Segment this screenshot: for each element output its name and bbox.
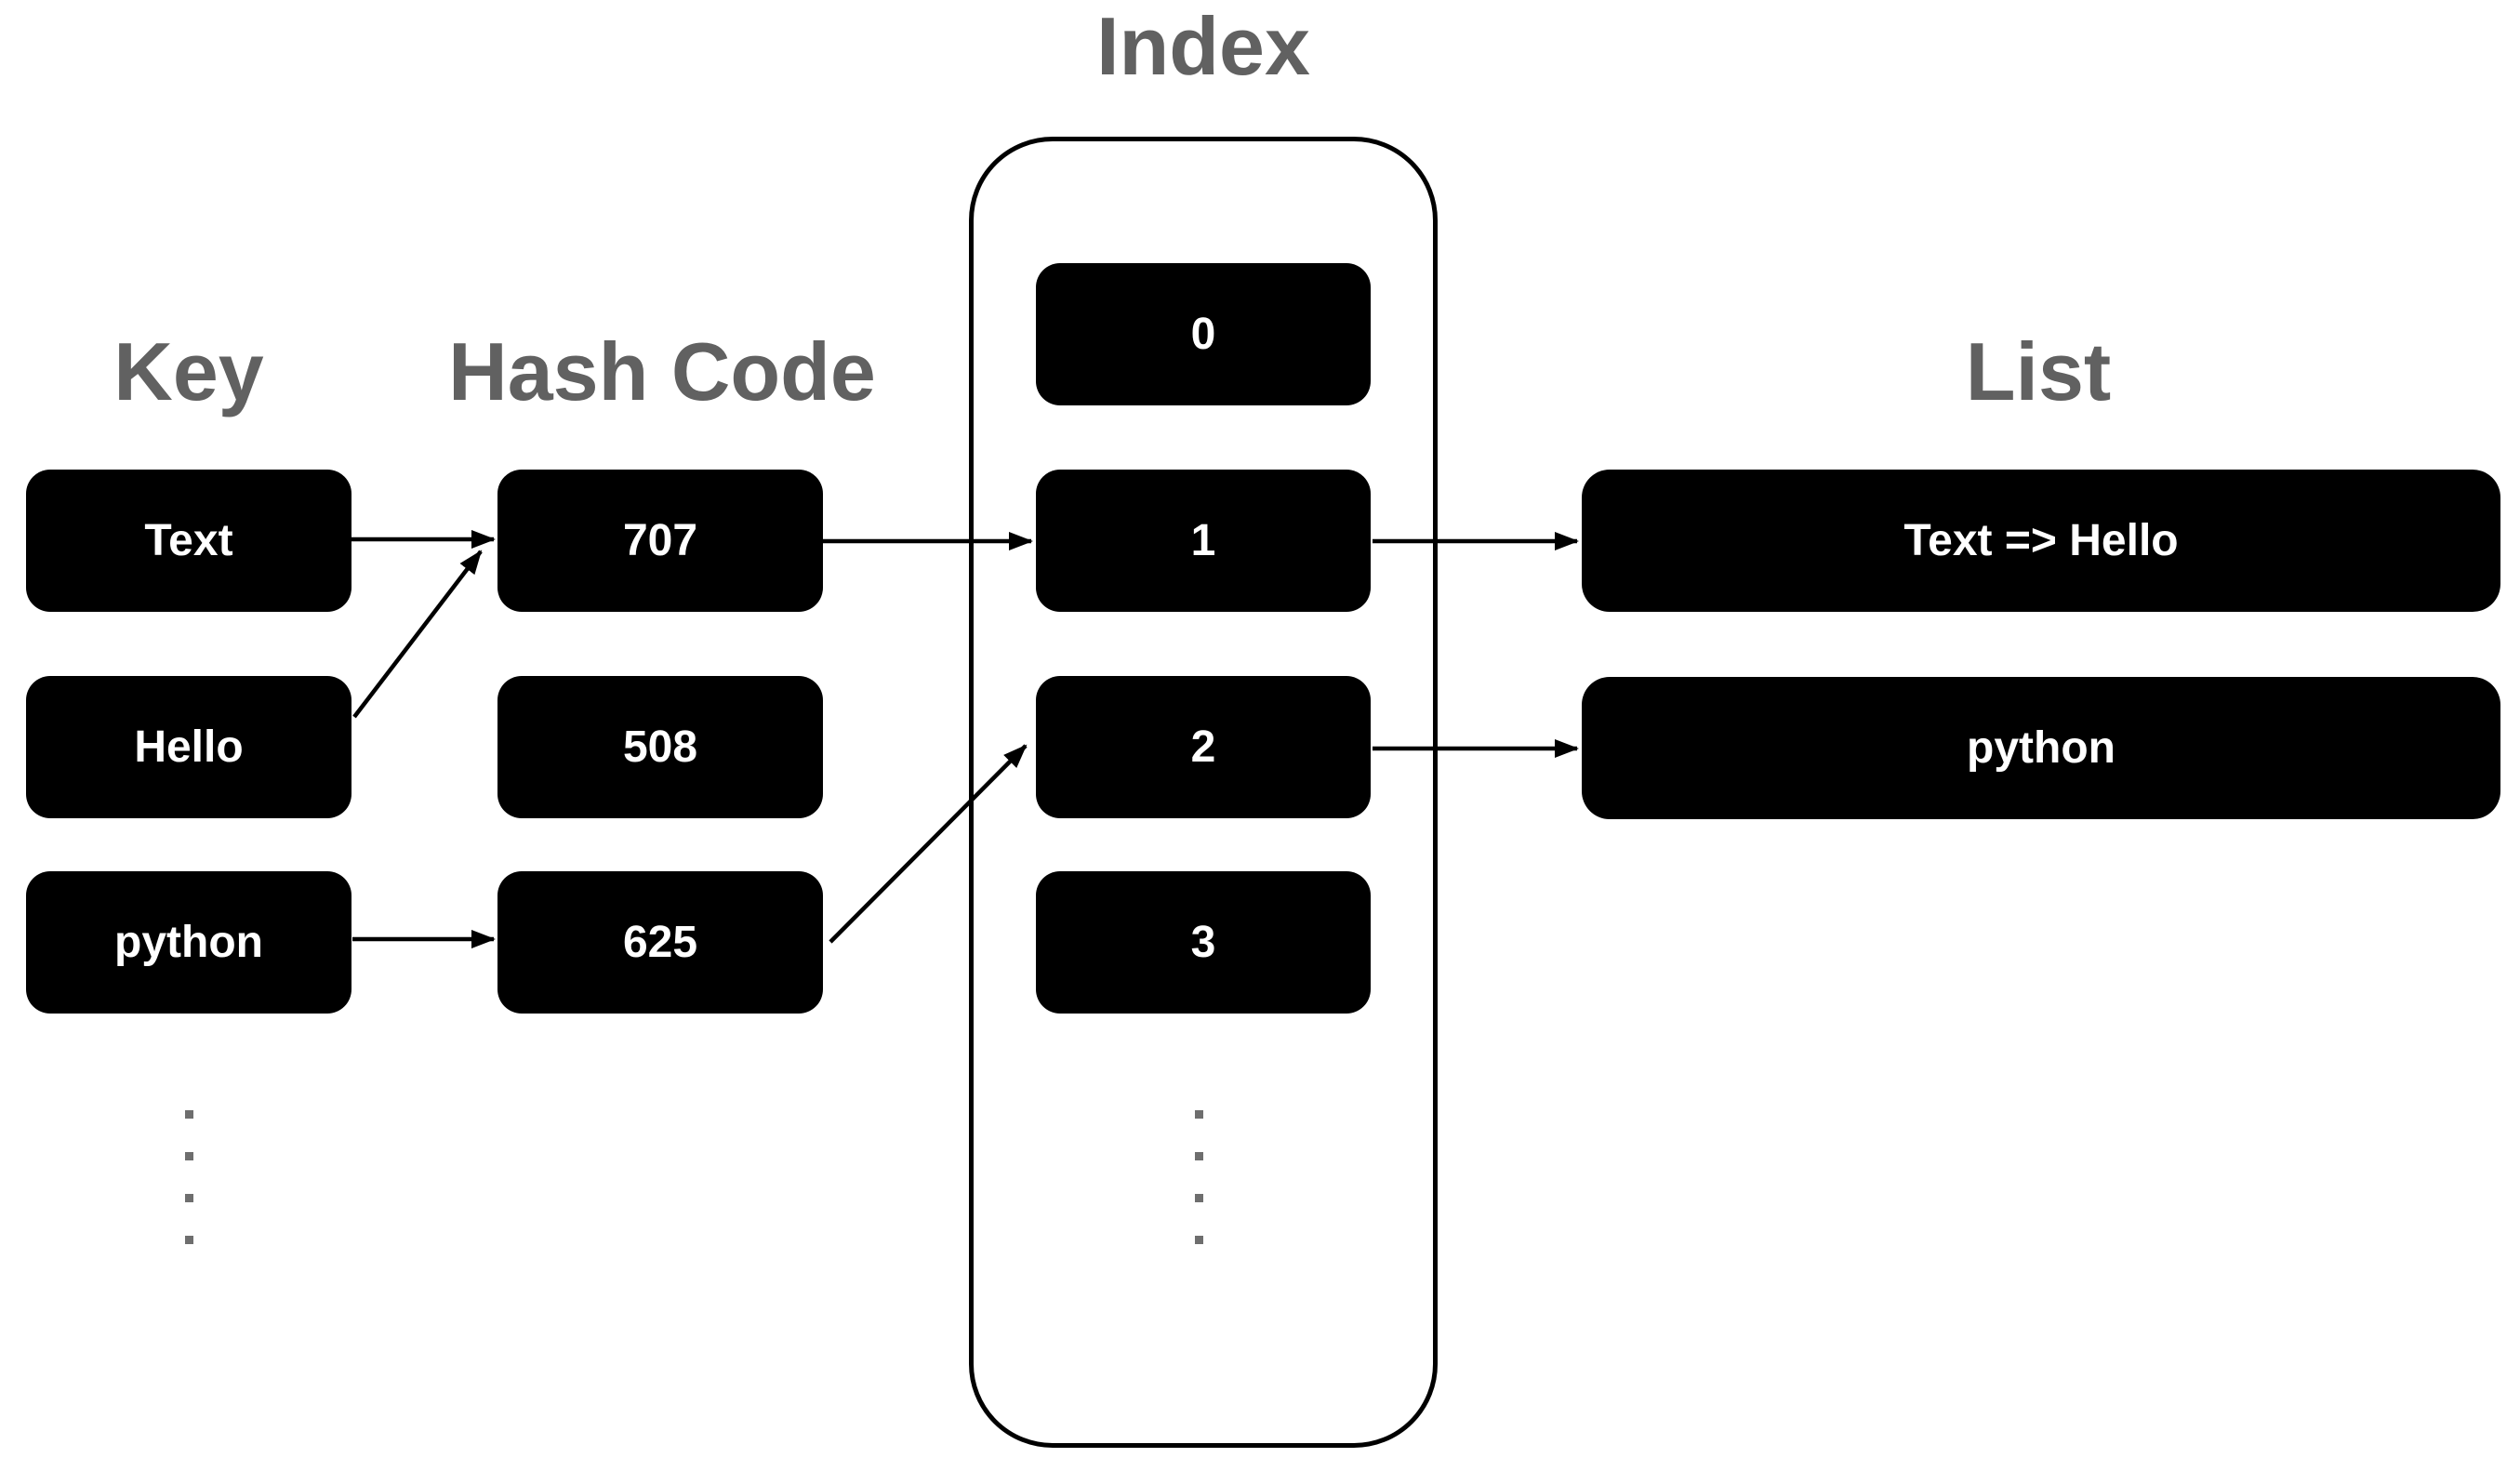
index-ellipsis-dot xyxy=(1195,1236,1203,1244)
hash-node-508: 508 xyxy=(497,676,823,818)
index-ellipsis-dot xyxy=(1195,1194,1203,1202)
key-node-python: python xyxy=(26,871,351,1014)
index-ellipsis-dot xyxy=(1195,1110,1203,1119)
index-slot-2: 2 xyxy=(1036,676,1371,818)
arrow-key-hello-to-hash-707 xyxy=(352,550,483,719)
key-column-header: Key xyxy=(113,325,264,417)
list-node-text-hello: Text => Hello xyxy=(1582,470,2500,612)
key-ellipsis-dot xyxy=(185,1236,193,1244)
list-column-header: List xyxy=(1965,325,2112,417)
hash-node-625: 625 xyxy=(497,871,823,1014)
list-node-python: python xyxy=(1582,677,2500,819)
key-ellipsis-dot xyxy=(185,1110,193,1119)
key-ellipsis-dot xyxy=(185,1194,193,1202)
hash-code-column-header: Hash Code xyxy=(448,325,876,417)
key-node-text: Text xyxy=(26,470,351,612)
index-column-title: Index xyxy=(1096,0,1310,92)
hash-node-707: 707 xyxy=(497,470,823,612)
key-ellipsis-dot xyxy=(185,1152,193,1160)
index-ellipsis-dot xyxy=(1195,1152,1203,1160)
index-slot-1: 1 xyxy=(1036,470,1371,612)
index-slot-3: 3 xyxy=(1036,871,1371,1014)
index-slot-0: 0 xyxy=(1036,263,1371,405)
key-node-hello: Hello xyxy=(26,676,351,818)
